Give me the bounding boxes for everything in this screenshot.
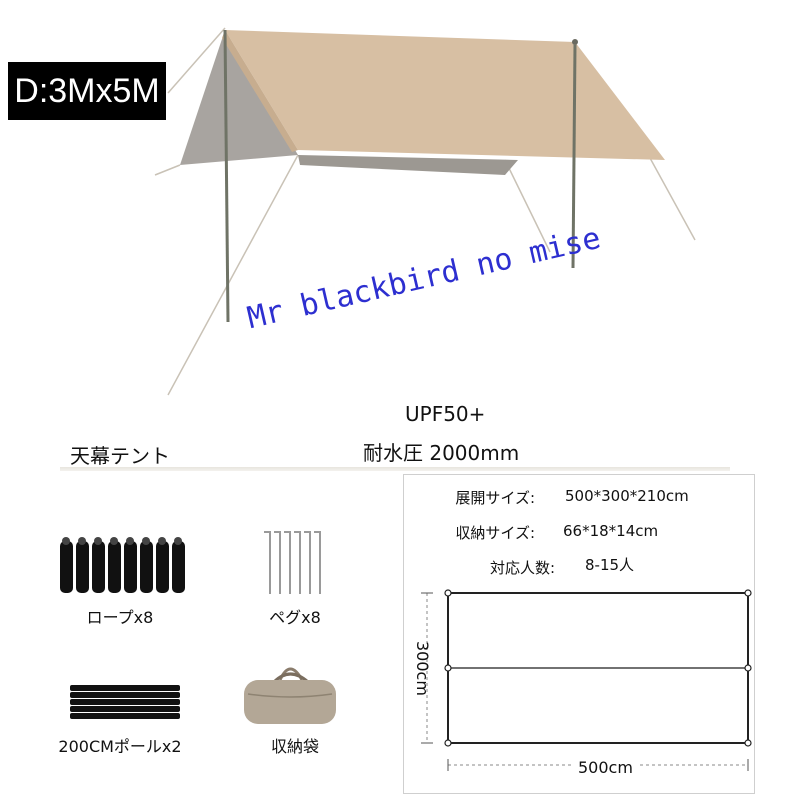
spec-label-deployed-size: 展開サイズ: (455, 489, 535, 507)
accessory-label-pegs: ペグx8 (269, 608, 321, 627)
storage-bag-icon (244, 667, 336, 724)
spec-value-storage-size: 66*18*14cm (563, 522, 659, 540)
accessory-label-poles: 200CMポールx2 (58, 737, 182, 756)
rope-bundles-icon (60, 537, 185, 593)
height-dimension-label: 300cm (413, 641, 432, 696)
dimension-diagram (421, 589, 752, 771)
spec-value-capacity: 8-15人 (585, 556, 635, 574)
spec-value-deployed-size: 500*300*210cm (565, 487, 689, 505)
tent-illustration (154, 27, 696, 396)
spec-label-storage-size: 収納サイズ: (455, 524, 535, 542)
upf-rating: UPF50+ (405, 402, 486, 426)
product-name: 天幕テント (70, 444, 170, 468)
width-dimension-label: 500cm (574, 758, 637, 777)
poles-icon (70, 685, 180, 719)
accessory-label-rope: ロープx8 (86, 608, 154, 627)
size-badge: D:3Mx5M (8, 62, 166, 120)
pegs-icon (264, 531, 321, 594)
water-resistance: 耐水圧 2000mm (363, 441, 520, 465)
spec-label-capacity: 対応人数: (489, 559, 555, 577)
accessory-label-bag: 収納袋 (270, 737, 319, 756)
divider (60, 467, 730, 471)
